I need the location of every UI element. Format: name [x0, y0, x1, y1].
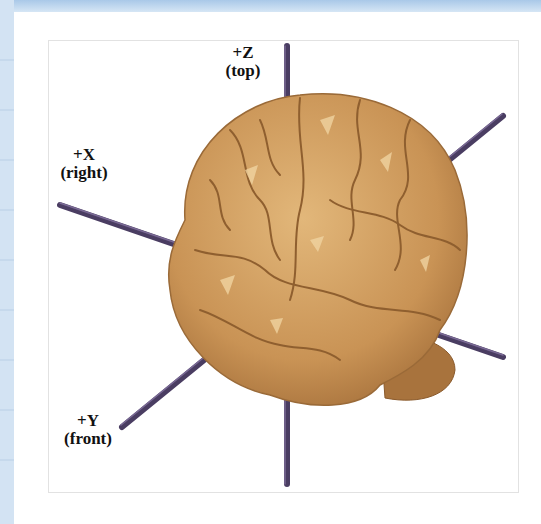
y-axis-label: +Y (front)	[64, 412, 112, 448]
z-axis-label: +Z (top)	[226, 44, 261, 80]
x-axis-label: +X (right)	[60, 146, 107, 182]
